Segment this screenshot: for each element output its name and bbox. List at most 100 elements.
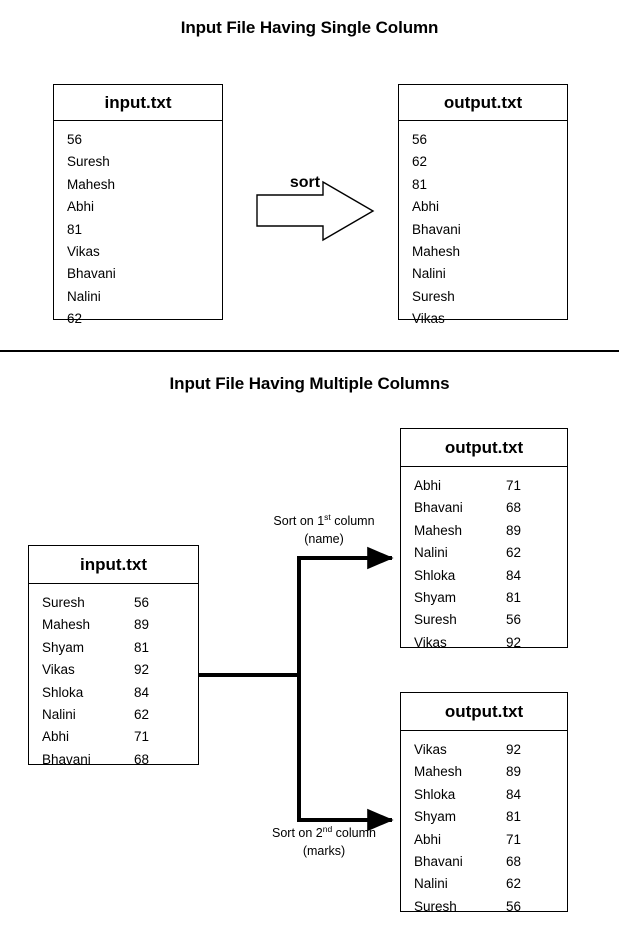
file-row: Vikas bbox=[67, 244, 100, 260]
file-row-name: Abhi bbox=[42, 729, 70, 745]
file-row: Vikas 92 bbox=[414, 632, 567, 654]
file-row: Mahesh 89 bbox=[414, 520, 567, 542]
file-box-title: output.txt bbox=[399, 85, 567, 121]
file-row-marks: 71 bbox=[506, 478, 522, 493]
file-box-title: input.txt bbox=[54, 85, 222, 121]
section-divider bbox=[0, 350, 619, 352]
branch-label-sort-by-name: Sort on 1st column (name) bbox=[244, 512, 404, 548]
file-row-marks: 68 bbox=[506, 500, 522, 516]
file-row-marks: 89 bbox=[506, 764, 522, 780]
file-row: Abhi 71 bbox=[42, 726, 198, 748]
branch-label-line1: Sort on 1st column bbox=[273, 511, 375, 528]
file-row-marks: 89 bbox=[506, 522, 522, 538]
file-row-marks: 89 bbox=[134, 617, 150, 633]
file-row: Bhavani bbox=[67, 266, 116, 282]
file-box-title: output.txt bbox=[401, 429, 567, 467]
file-row-marks: 81 bbox=[506, 590, 522, 606]
file-row-name: Suresh bbox=[414, 898, 457, 914]
file-row-name: Shyam bbox=[414, 590, 457, 606]
file-row: Mahesh 89 bbox=[42, 614, 198, 636]
sort-arrow-label: sort bbox=[289, 174, 321, 191]
file-row: Shyam 81 bbox=[414, 587, 567, 609]
file-box-title: output.txt bbox=[401, 693, 567, 731]
file-row-marks: 92 bbox=[134, 662, 150, 678]
file-row-name: Bhavani bbox=[414, 500, 463, 516]
file-row-name: Mahesh bbox=[414, 764, 463, 780]
file-row-marks: 84 bbox=[506, 567, 522, 583]
file-row-marks: 71 bbox=[134, 729, 150, 745]
file-row-marks: 62 bbox=[506, 545, 522, 561]
file-row-marks: 56 bbox=[506, 898, 522, 914]
section-title-multiple-columns: Input File Having Multiple Columns bbox=[169, 374, 450, 393]
file-row: Suresh 56 bbox=[414, 896, 567, 918]
connector-branch-marks bbox=[297, 673, 394, 832]
file-row-name: Vikas bbox=[414, 634, 447, 650]
file-row-name: Nalini bbox=[414, 876, 448, 892]
file-row: Suresh bbox=[412, 288, 455, 304]
file-row-name: Abhi bbox=[414, 478, 442, 493]
file-row-name: Mahesh bbox=[42, 617, 91, 633]
file-row: 81 bbox=[67, 221, 83, 237]
file-row: Abhi 71 bbox=[414, 475, 567, 497]
file-row-name: Shloka bbox=[42, 684, 84, 700]
file-row: 81 bbox=[412, 176, 428, 192]
file-row-name: Vikas bbox=[414, 742, 447, 757]
file-row-name: Nalini bbox=[42, 707, 76, 723]
file-row-name: Vikas bbox=[42, 662, 75, 678]
file-row: Suresh 56 bbox=[414, 609, 567, 631]
file-row-name: Bhavani bbox=[42, 751, 91, 767]
section-title-single-column: Input File Having Single Column bbox=[180, 18, 439, 37]
file-row-name: Mahesh bbox=[414, 522, 463, 538]
file-row: Abhi bbox=[67, 199, 95, 215]
file-row-marks: 56 bbox=[506, 612, 522, 628]
file-row: Suresh bbox=[67, 154, 110, 170]
file-row: Mahesh bbox=[412, 244, 461, 260]
file-row: Nalini 62 bbox=[42, 704, 198, 726]
file-row-name: Suresh bbox=[42, 595, 85, 610]
file-row: Mahesh bbox=[67, 176, 116, 192]
file-row: Suresh 56 bbox=[42, 592, 198, 614]
file-row-name: Shyam bbox=[414, 809, 457, 825]
file-row: Bhavani 68 bbox=[414, 497, 567, 519]
file-row: Bhavani bbox=[412, 221, 461, 237]
file-row: Vikas 92 bbox=[42, 659, 198, 681]
file-row-marks: 56 bbox=[134, 595, 150, 610]
file-row-marks: 84 bbox=[506, 786, 522, 802]
file-row-name: Abhi bbox=[414, 831, 442, 847]
file-row: Nalini bbox=[67, 288, 101, 304]
file-row-name: Shyam bbox=[42, 639, 85, 655]
connector-branch-name bbox=[297, 546, 394, 677]
file-row: Nalini bbox=[412, 266, 446, 282]
file-row-name: Bhavani bbox=[414, 854, 463, 870]
file-row-marks: 62 bbox=[134, 707, 150, 723]
file-row-marks: 81 bbox=[506, 809, 522, 825]
file-row-name: Suresh bbox=[414, 612, 457, 628]
branch-label-line2: (name) bbox=[304, 532, 344, 546]
file-row-marks: 68 bbox=[134, 751, 150, 767]
branch-label-sort-by-marks: Sort on 2nd column (marks) bbox=[244, 824, 404, 860]
file-row: Shyam 81 bbox=[414, 806, 567, 828]
file-row-marks: 92 bbox=[506, 634, 522, 650]
file-row: 56 bbox=[412, 132, 428, 147]
file-box-title: input.txt bbox=[29, 546, 198, 584]
file-row: Nalini 62 bbox=[414, 873, 567, 895]
file-row: Bhavani 68 bbox=[42, 749, 198, 771]
file-row-marks: 62 bbox=[506, 876, 522, 892]
file-row: Vikas bbox=[412, 311, 445, 327]
file-row-marks: 81 bbox=[134, 639, 150, 655]
file-row-marks: 92 bbox=[506, 742, 522, 757]
